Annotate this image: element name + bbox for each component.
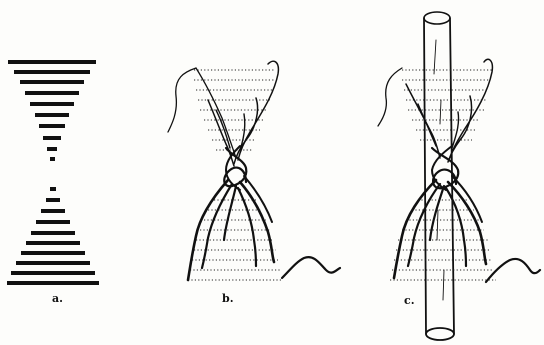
hourglass-bar <box>43 136 61 140</box>
hourglass-top-bars <box>8 60 96 161</box>
hourglass-bar <box>8 60 96 64</box>
panel-c-label: c. <box>404 294 415 307</box>
hourglass-bar <box>16 261 90 265</box>
hourglass-bar <box>14 70 90 74</box>
hourglass-bar <box>7 281 99 285</box>
hourglass-bar <box>31 231 75 235</box>
panel-c-dotted-guides <box>390 70 496 280</box>
panel-c-strand-on-stick: c. <box>378 12 540 340</box>
hourglass-bar <box>39 124 65 128</box>
hourglass-bar <box>26 241 80 245</box>
hourglass-bar <box>25 91 79 95</box>
hourglass-bar <box>46 198 60 202</box>
hourglass-bar <box>11 271 95 275</box>
hourglass-bar <box>41 209 65 213</box>
panel-b-twisted-strand: b. <box>168 61 340 305</box>
hourglass-bar <box>36 220 70 224</box>
hourglass-bottom-bars <box>7 187 99 285</box>
hourglass-bar <box>30 102 74 106</box>
panel-a-label: a. <box>52 292 63 305</box>
hourglass-bar <box>50 187 56 191</box>
hourglass-bar <box>20 80 84 84</box>
hourglass-bar <box>50 157 55 161</box>
hourglass-bar <box>47 147 57 151</box>
panel-a-hourglass: a. <box>7 60 99 305</box>
hourglass-bar <box>35 113 69 117</box>
hourglass-bar <box>21 251 85 255</box>
stick <box>424 12 454 340</box>
panel-b-label: b. <box>222 292 234 305</box>
